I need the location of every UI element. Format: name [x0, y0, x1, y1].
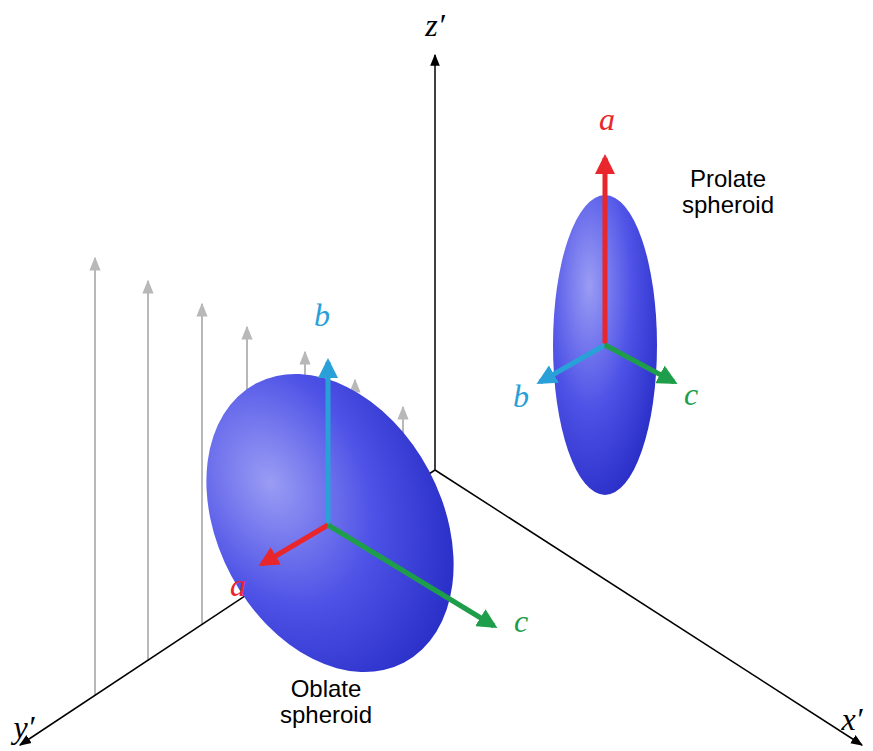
axis-name: b	[513, 379, 529, 414]
shape-name: Oblate spheroid	[256, 676, 396, 729]
axis-name: b	[314, 298, 330, 333]
axis-label: y′	[13, 710, 34, 745]
axis-name: a	[599, 102, 615, 137]
shape-name: Prolate spheroid	[658, 166, 798, 219]
oblate-spheroid	[157, 331, 503, 715]
axis-label: x′	[841, 702, 862, 737]
axis-name: c	[514, 604, 528, 639]
axis-label: z′	[425, 8, 444, 43]
axis-name: a	[230, 568, 246, 603]
prolate-spheroid	[540, 158, 674, 495]
axis-name: c	[684, 377, 698, 412]
coordinate-axes	[20, 55, 862, 745]
